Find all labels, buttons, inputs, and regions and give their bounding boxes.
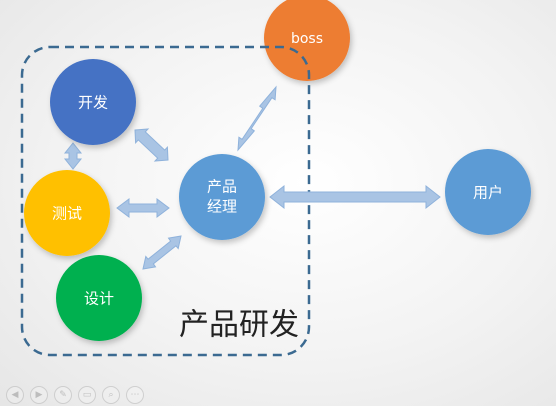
arrow-dev-test <box>63 142 83 170</box>
node-dev-label: 开发 <box>78 94 108 112</box>
pen-icon[interactable]: ✎ <box>54 386 72 404</box>
node-pm-label-line2: 经理 <box>207 198 237 216</box>
zoom-icon[interactable]: ⌕ <box>102 386 120 404</box>
node-test <box>24 170 110 256</box>
node-dev <box>50 59 136 145</box>
arrow-dev-pm <box>134 128 169 162</box>
node-pm-label-line1: 产品 <box>207 178 237 196</box>
node-design-label: 设计 <box>84 290 114 308</box>
node-boss-label: boss <box>291 31 323 47</box>
arrow-test-pm <box>116 198 170 218</box>
arrows <box>63 85 441 270</box>
arrow-design-pm <box>142 235 182 270</box>
next-icon[interactable]: ▶ <box>30 386 48 404</box>
node-user-label: 用户 <box>473 184 503 202</box>
node-user <box>445 149 531 235</box>
node-pm <box>179 154 265 240</box>
node-boss <box>264 0 350 81</box>
arrow-pm-boss <box>237 85 277 152</box>
node-design <box>56 255 142 341</box>
slides-icon[interactable]: ▭ <box>78 386 96 404</box>
slideshow-toolbar: ◀ ▶ ✎ ▭ ⌕ ⋯ <box>6 386 144 404</box>
arrow-pm-user <box>269 184 441 210</box>
node-test-label: 测试 <box>52 205 82 223</box>
more-icon[interactable]: ⋯ <box>126 386 144 404</box>
prev-icon[interactable]: ◀ <box>6 386 24 404</box>
group-label: 产品研发 <box>179 308 299 343</box>
